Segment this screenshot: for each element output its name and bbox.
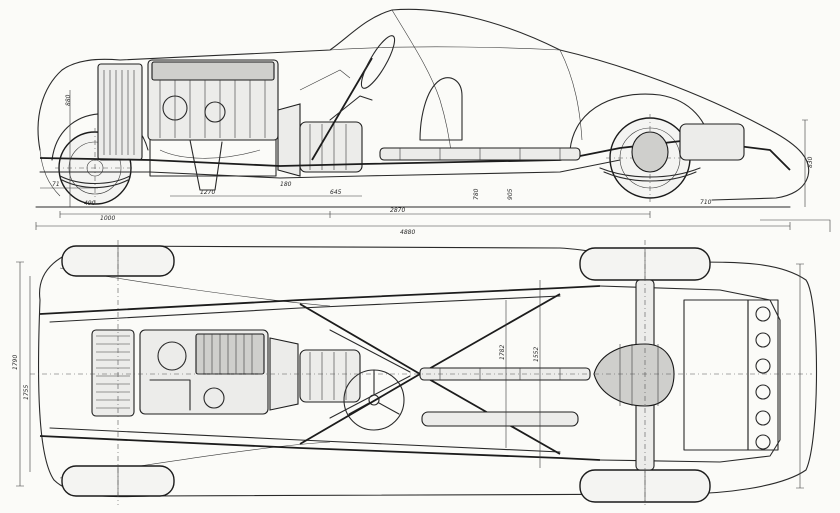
plan-differential — [593, 343, 675, 407]
plan-radiator — [91, 329, 135, 417]
plan-rear-crossmember — [683, 299, 779, 451]
dim-overall-length: 4880 — [400, 229, 415, 236]
side-rear-spring — [599, 167, 701, 182]
side-seat — [419, 77, 463, 141]
dim-wheelbase: 2870 — [390, 207, 405, 214]
dim-1782: 1782 — [499, 345, 506, 360]
side-body-outline — [37, 8, 810, 201]
side-fuel-tank — [679, 123, 745, 161]
dim-1755: 1755 — [23, 385, 30, 400]
dim-71: 71 — [52, 181, 60, 188]
dim-645: 645 — [330, 189, 342, 196]
dim-1790: 1790 — [12, 355, 19, 370]
side-radiator — [97, 63, 143, 161]
dim-905: 905 — [507, 188, 514, 200]
side-engine — [147, 59, 279, 191]
dim-1000: 1000 — [100, 215, 115, 222]
dim-1552: 1552 — [533, 347, 540, 362]
dim-830: 830 — [807, 156, 814, 168]
plan-propeller-shaft — [419, 367, 591, 381]
dim-490: 490 — [84, 200, 96, 207]
side-differential — [631, 131, 669, 173]
dim-710: 710 — [700, 199, 712, 206]
plan-view: 1790 1755 1782 1552 — [12, 240, 818, 505]
plan-body-outline — [38, 245, 818, 498]
plan-exhaust-pipe — [421, 411, 579, 427]
dim-780: 780 — [473, 188, 480, 200]
side-gearbox — [277, 103, 301, 177]
plan-engine — [139, 329, 269, 415]
dim-1270: 1270 — [200, 189, 215, 196]
side-steering — [299, 35, 396, 161]
side-elevation-view: 1000 1270 645 2870 4880 490 71 180 710 8… — [35, 8, 831, 236]
plan-rear-right-wheel — [579, 469, 711, 503]
side-front-spring — [59, 175, 131, 188]
dim-180: 180 — [280, 181, 292, 188]
dim-880: 880 — [65, 94, 72, 106]
